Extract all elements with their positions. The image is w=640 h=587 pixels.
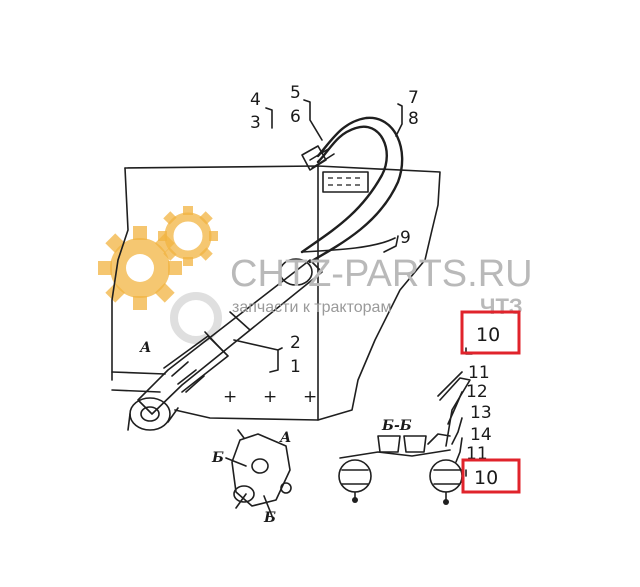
view-label-section: Б-Б xyxy=(381,418,412,434)
hydraulic-cylinder xyxy=(127,258,323,431)
watermark-tagline: запчасти к тракторам xyxy=(232,299,391,316)
view-labels: А А Б Б Б-Б xyxy=(139,340,412,526)
callout-12: 12 xyxy=(466,382,488,402)
watermark: CHTZ-PARTS.RU запчасти к тракторам ЧТЗ xyxy=(230,253,533,319)
watermark-brand: ЧТЗ xyxy=(480,294,523,319)
callout-labels: 4 3 5 6 7 8 9 2 1 11 12 13 14 11 xyxy=(250,83,492,464)
callout-1: 1 xyxy=(290,357,301,377)
svg-text:+: + xyxy=(303,387,317,407)
view-label-b-top: Б xyxy=(211,450,224,466)
callout-13: 13 xyxy=(470,403,492,423)
callout-8: 8 xyxy=(408,109,419,129)
watermark-gear-icon xyxy=(98,206,222,344)
detail-view-a xyxy=(225,429,292,517)
view-label-a-main: А xyxy=(139,340,151,356)
callout-6: 6 xyxy=(290,107,301,127)
svg-text:+: + xyxy=(223,387,237,407)
part-10-top-label: 10 xyxy=(476,324,500,346)
callout-9: 9 xyxy=(400,228,411,248)
callout-7: 7 xyxy=(408,88,419,108)
watermark-site: CHTZ-PARTS.RU xyxy=(230,253,533,295)
svg-text:+: + xyxy=(263,387,277,407)
highlight-part-10-top[interactable]: 10 xyxy=(460,310,521,355)
part-10-bottom-label: 10 xyxy=(474,467,498,489)
callout-5: 5 xyxy=(290,83,301,103)
section-b-b xyxy=(338,377,471,505)
view-label-b-bottom: Б xyxy=(263,510,276,526)
highlight-part-10-bottom[interactable]: 10 xyxy=(461,458,521,494)
callout-4: 4 xyxy=(250,90,261,110)
tank-body: + + + xyxy=(111,165,441,421)
hydraulic-hoses xyxy=(300,116,404,264)
callout-14: 14 xyxy=(470,425,492,445)
callout-3: 3 xyxy=(250,113,261,133)
callout-2: 2 xyxy=(290,333,301,353)
view-label-a-detail: А xyxy=(279,430,291,446)
callout-11-top: 11 xyxy=(468,363,490,383)
